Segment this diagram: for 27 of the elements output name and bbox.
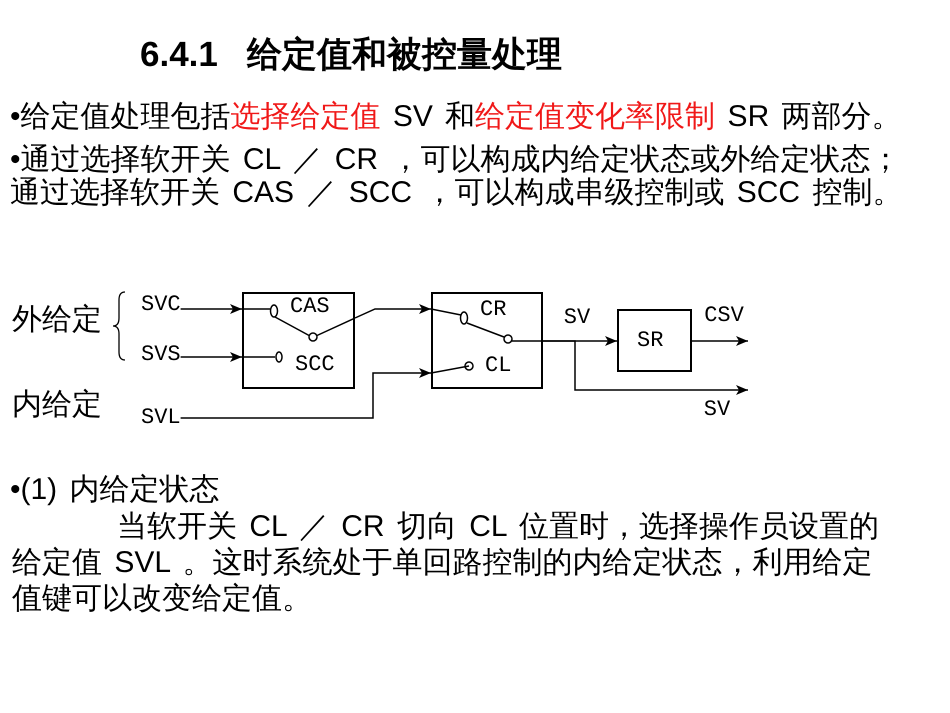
edge-label: SV bbox=[564, 305, 590, 331]
signal-label: SVS bbox=[141, 342, 181, 368]
switch-position-label: CL bbox=[485, 353, 512, 379]
section-heading: •(1) 内给定状态 bbox=[10, 473, 220, 506]
arrow bbox=[180, 368, 431, 419]
function-label: SR bbox=[637, 328, 664, 354]
paragraph: 当软开关 CL ／ CR 切向 CL 位置时，选择操作员设置的给定值 SVL 。这时系统处于单回路控制的内给定状态，利用给定值键可以改变给定值。 bbox=[12, 509, 880, 617]
switch-position-label: CAS bbox=[290, 294, 330, 320]
slide-title: 6.4.1 给定值和被控量处理 bbox=[140, 35, 562, 75]
switch-position-label: SCC bbox=[295, 352, 335, 378]
arrow bbox=[543, 340, 748, 395]
input-group-label: 外给定 bbox=[12, 303, 102, 336]
signal-label: SVC bbox=[141, 292, 181, 318]
signal-label: SVL bbox=[141, 405, 181, 431]
edge-label: SV bbox=[704, 397, 730, 423]
arrow bbox=[354, 304, 431, 319]
arrow bbox=[180, 304, 242, 314]
arrow bbox=[692, 336, 748, 346]
switch-box bbox=[242, 292, 355, 389]
arrow bbox=[180, 352, 242, 362]
bullet-text: •给定值处理包括选择给定值 SV 和给定值变化率限制 SR 两部分。 bbox=[10, 100, 903, 133]
input-group-label: 内给定 bbox=[12, 388, 102, 421]
switch-box bbox=[431, 292, 543, 389]
bullet-text: •通过选择软开关 CL ／ CR ，可以构成内给定状态或外给定状态；通过选择软开关 CAS ／ SCC ，可以构成串级控制或 SCC 控制。 bbox=[10, 143, 904, 209]
switch-position-label: CR bbox=[480, 297, 506, 323]
process-box bbox=[617, 309, 692, 372]
edge-label: CSV bbox=[704, 303, 744, 329]
